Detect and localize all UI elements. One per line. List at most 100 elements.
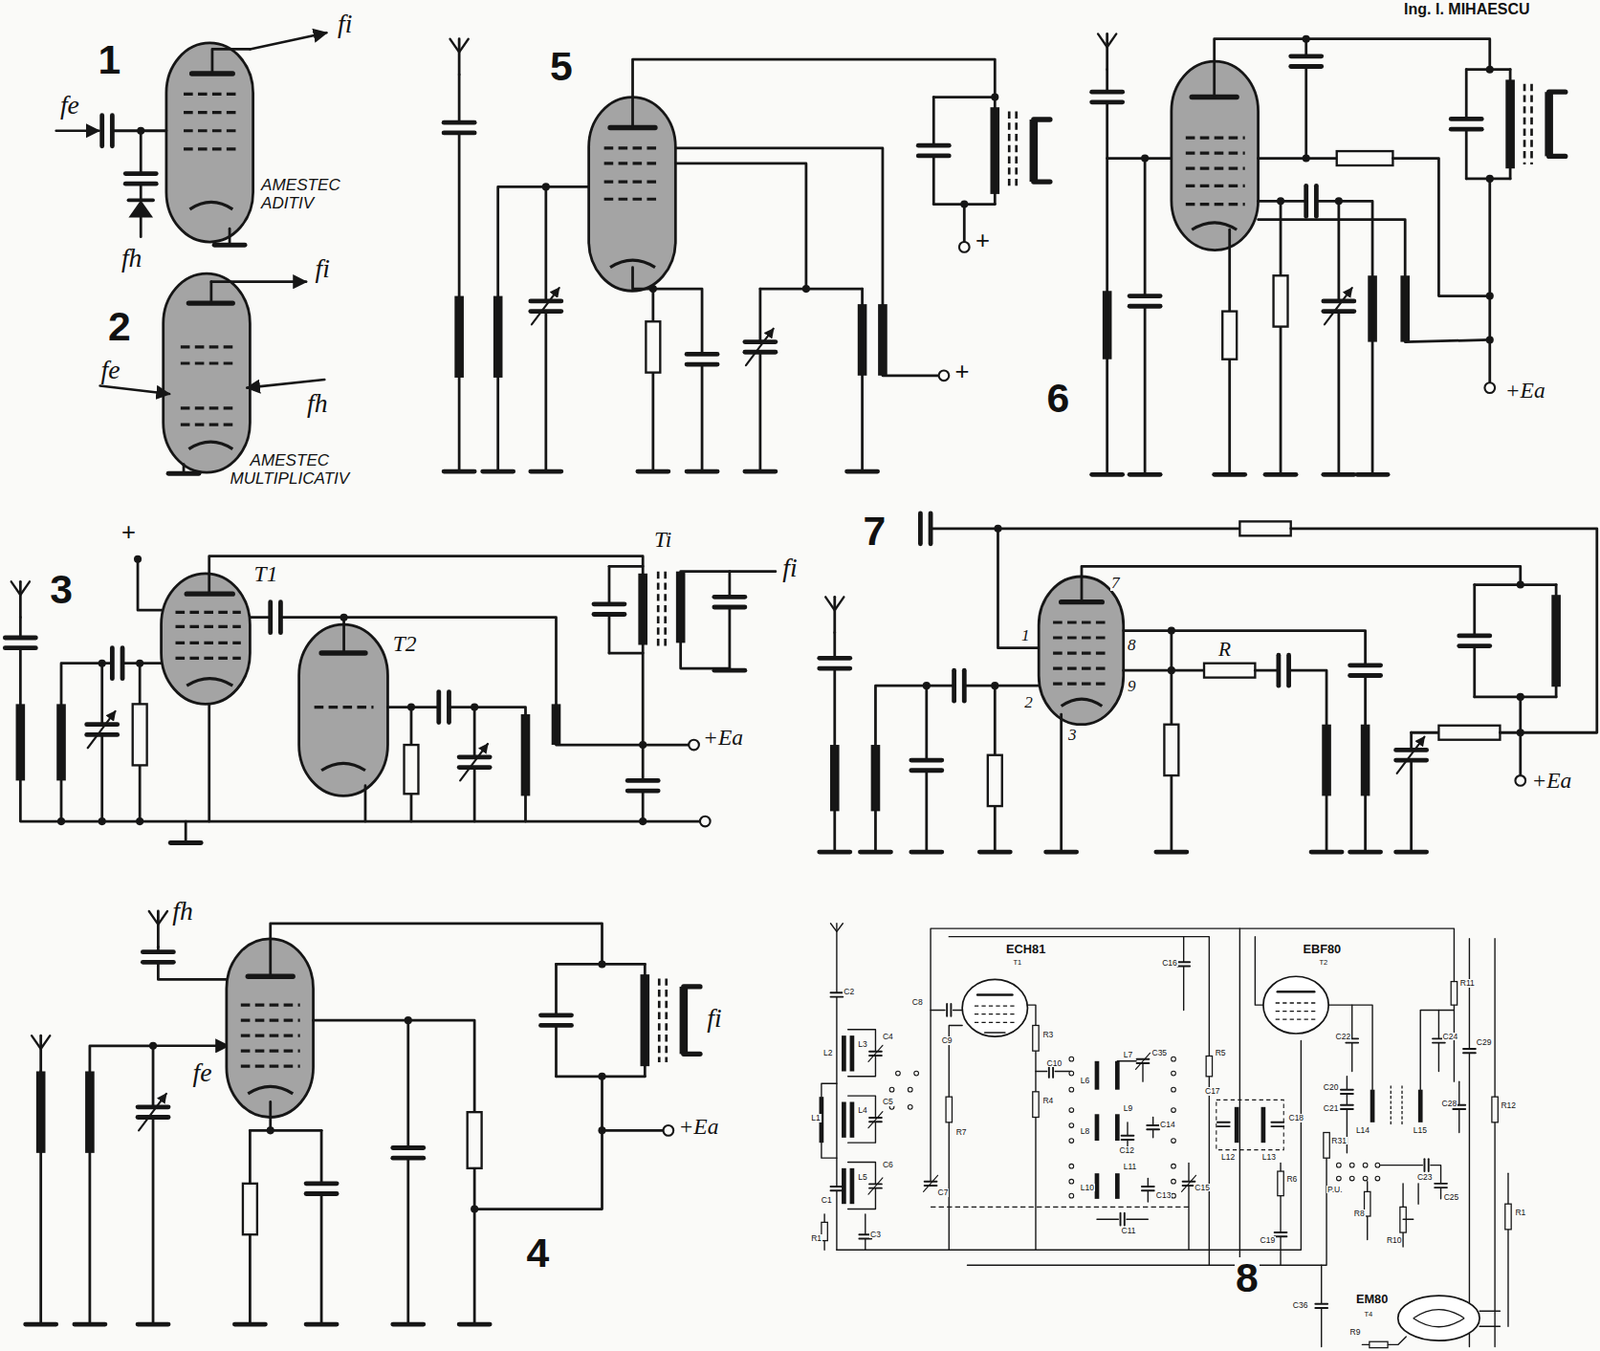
resistor-symbol — [1273, 275, 1289, 327]
inductor-symbol — [1549, 153, 1566, 159]
part-label: C6 — [881, 1161, 895, 1170]
ground-symbol — [443, 469, 475, 475]
tube-label: T1 — [253, 563, 280, 587]
grid-electrode — [1052, 666, 1111, 670]
inductor-symbol — [1033, 116, 1051, 122]
figure-number: 2 — [107, 306, 132, 348]
wire — [948, 937, 1209, 1267]
variable-arrow — [868, 1045, 883, 1062]
grid-electrode — [175, 611, 242, 614]
ground-symbol — [1265, 472, 1296, 478]
wire — [555, 963, 645, 966]
inductor-symbol — [1367, 275, 1378, 342]
wire — [1239, 928, 1241, 1266]
wire — [1254, 669, 1279, 673]
capacitor-plate — [1048, 1065, 1051, 1078]
ground-symbol — [482, 469, 514, 475]
part-label: L11 — [1122, 1162, 1139, 1172]
capacitor-plate — [1141, 1185, 1155, 1188]
inductor-symbol — [683, 1052, 701, 1057]
grid-electrode — [183, 92, 237, 96]
wire — [1035, 1071, 1048, 1073]
signal-label: fh — [120, 244, 144, 272]
capacitor-plate — [1141, 1189, 1155, 1192]
capacitor-plate — [1271, 1121, 1284, 1124]
grid-electrode — [180, 422, 236, 426]
transformer-label: Ti — [653, 528, 673, 552]
capacitor-gap — [1463, 1049, 1476, 1053]
capacitor-plate — [745, 339, 776, 345]
tube-label: T2 — [1318, 959, 1330, 967]
wire — [1430, 1165, 1442, 1200]
inductor-symbol — [1095, 1061, 1100, 1091]
grid-electrode — [1275, 1018, 1317, 1020]
wire — [1465, 129, 1469, 179]
part-label: L5 — [856, 1173, 868, 1183]
capacitor-plate — [1146, 1124, 1160, 1127]
grid-electrode — [974, 1006, 1016, 1008]
tube-label: T2 — [392, 633, 418, 657]
wire — [1328, 1005, 1373, 1091]
wire — [933, 95, 995, 99]
wire — [313, 1020, 476, 1325]
capacitor-gap — [627, 780, 658, 791]
capacitor-plate — [831, 996, 844, 999]
inductor-symbol — [85, 1071, 95, 1153]
wire — [1126, 1218, 1148, 1220]
wire — [608, 613, 612, 654]
tube-type: EBF80 — [1301, 943, 1342, 957]
grid-electrode — [604, 197, 662, 201]
capacitor-plate — [831, 991, 844, 994]
capacitor-plate — [1146, 1128, 1160, 1131]
resistor-symbol — [645, 321, 660, 373]
capacitor-plate — [869, 1120, 882, 1123]
wire — [1336, 200, 1340, 302]
grid-electrode — [183, 147, 237, 151]
capacitor-gap — [1120, 1213, 1125, 1227]
capacitor-plate — [869, 1183, 882, 1185]
inductor-symbol — [16, 703, 26, 781]
wire — [966, 1142, 1327, 1266]
ground-symbol — [1156, 850, 1187, 855]
capacitor-gap — [686, 353, 718, 365]
grid-electrode — [180, 361, 236, 365]
resistor-symbol — [1505, 1204, 1512, 1230]
ground-symbol — [911, 850, 943, 855]
wire — [609, 566, 643, 781]
capacitor-gap — [1121, 1136, 1135, 1140]
figure-number: 7 — [862, 510, 888, 552]
transformer-core — [1530, 84, 1534, 165]
diode-symbol — [128, 199, 154, 218]
capacitor-plate — [1119, 1213, 1122, 1227]
caption-text: AMESTEC ADITIV — [260, 175, 344, 214]
wire — [832, 633, 836, 659]
ground-symbol — [306, 1322, 337, 1328]
part-label: L9 — [1122, 1104, 1134, 1114]
signal-arrow — [249, 32, 327, 49]
resistor-symbol — [1491, 1096, 1498, 1123]
antenna-symbol — [19, 581, 22, 617]
tube-envelope — [163, 273, 251, 473]
wire — [473, 707, 477, 758]
antenna-symbol — [156, 911, 160, 947]
grid-electrode — [974, 1022, 1016, 1024]
signal-label: fh — [306, 390, 329, 417]
terminal-circle — [939, 370, 950, 381]
capacitor-plate — [945, 1004, 948, 1017]
switch-contact — [1375, 1176, 1381, 1182]
ground-symbol — [1396, 850, 1427, 855]
switch-contact — [889, 1087, 895, 1093]
wire — [212, 48, 250, 74]
inductor-symbol — [521, 714, 531, 796]
capacitor-gap — [4, 637, 36, 649]
cathode — [1061, 699, 1103, 706]
capacitor-plate — [306, 1181, 337, 1186]
capacitor-gap — [1450, 118, 1482, 130]
resistor-symbol — [1222, 311, 1237, 360]
part-label: L14 — [1355, 1126, 1371, 1136]
capacitor-plate — [819, 656, 851, 661]
wire — [997, 528, 1039, 649]
wire — [680, 569, 776, 573]
transformer-core — [1523, 84, 1527, 165]
